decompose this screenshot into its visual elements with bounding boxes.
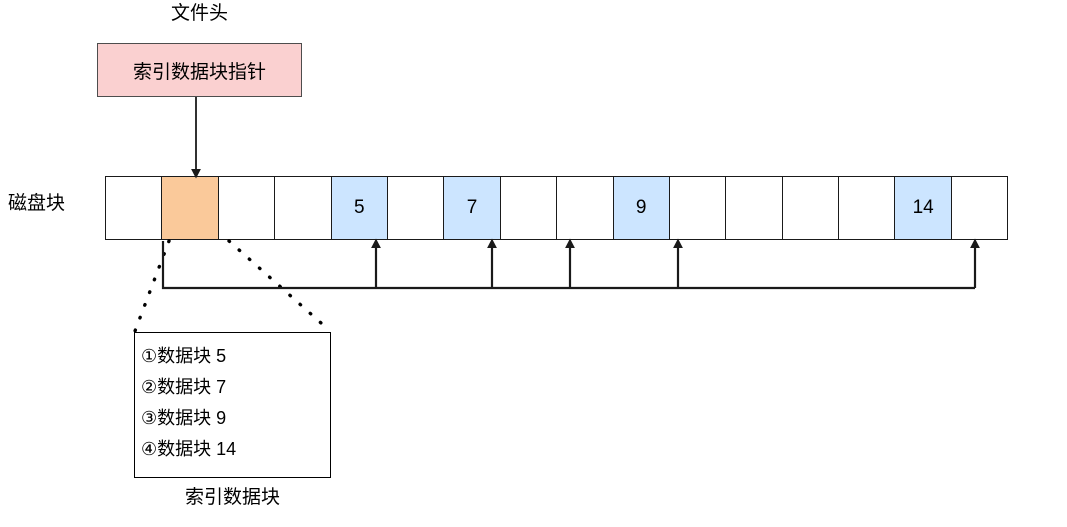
index-entry-4: ④数据块 14: [141, 439, 237, 459]
disk-block-cell-5: [387, 176, 445, 240]
disk-block-cell-7: [500, 176, 558, 240]
disk-block-cell-3: [275, 176, 332, 240]
callout-dotted-right: [227, 239, 332, 333]
disk-block-cell-4: 5: [331, 176, 388, 240]
disk-block-cell-9: 9: [613, 176, 670, 240]
index-entry-3: ③数据块 9: [141, 408, 227, 428]
disk-block-cell-15: [951, 176, 1009, 240]
index-pointer-bus-line: [161, 241, 975, 290]
disk-block-row-label: 磁盘块: [8, 193, 66, 214]
index-data-block-box: ①数据块 5 ②数据块 7 ③数据块 9 ④数据块 14: [134, 332, 331, 478]
file-header-title: 文件头: [170, 3, 228, 24]
index-entry-2: ②数据块 7: [141, 377, 227, 397]
disk-block-cell-2: [218, 176, 276, 240]
disk-block-cell-13: [839, 176, 896, 240]
disk-block-cell-12: [782, 176, 840, 240]
disk-block-cell-6: 7: [444, 176, 501, 240]
disk-block-cell-8: [557, 176, 614, 240]
callout-dotted-left: [133, 239, 171, 333]
disk-block-cell-10: [669, 176, 727, 240]
index-entry-1: ①数据块 5: [141, 346, 227, 366]
index-data-block-caption: 索引数据块: [184, 487, 280, 508]
disk-block-cell-14: 14: [895, 176, 952, 240]
index-block-pointer-label: 索引数据块指针: [132, 61, 266, 83]
disk-block-cell-11: [726, 176, 783, 240]
disk-block-cell-1: [162, 176, 219, 240]
disk-block-cell-0: [106, 176, 163, 240]
index-block-pointer-box: 索引数据块指针: [97, 43, 302, 97]
